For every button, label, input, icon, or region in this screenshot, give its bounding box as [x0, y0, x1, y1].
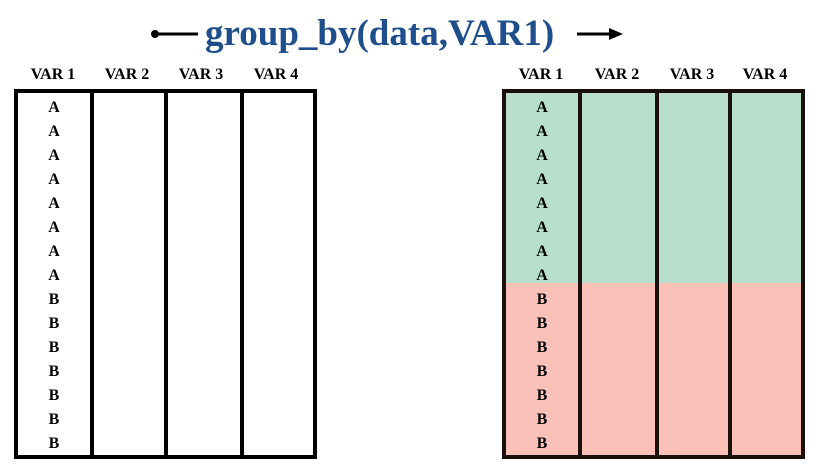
var1-cell: B	[536, 315, 548, 332]
column-divider	[728, 93, 732, 455]
var1-cell: B	[48, 363, 60, 380]
left-header-var2: VAR 2	[104, 66, 150, 83]
var1-cell: A	[48, 219, 60, 236]
var1-cell: A	[536, 267, 548, 284]
left-header-var1: VAR 1	[30, 66, 76, 83]
group-a-band	[506, 93, 801, 283]
column-divider	[655, 93, 659, 455]
var1-cell: B	[536, 387, 548, 404]
var1-cell: A	[48, 243, 60, 260]
var1-cell: A	[48, 171, 60, 188]
var1-cell: A	[536, 147, 548, 164]
column-divider	[90, 93, 94, 455]
column-divider	[164, 93, 168, 455]
right-header-var3: VAR 3	[669, 66, 715, 83]
left-header-var3: VAR 3	[178, 66, 224, 83]
var1-cell: A	[536, 171, 548, 188]
var1-cell: A	[536, 99, 548, 116]
var1-cell: B	[536, 363, 548, 380]
var1-cell: A	[536, 123, 548, 140]
right-header-var4: VAR 4	[742, 66, 788, 83]
right-header-var1: VAR 1	[518, 66, 564, 83]
column-divider	[240, 93, 244, 455]
var1-cell: B	[48, 387, 60, 404]
right-header-var2: VAR 2	[594, 66, 640, 83]
var1-cell: B	[536, 339, 548, 356]
var1-cell: B	[48, 411, 60, 428]
var1-cell: B	[536, 411, 548, 428]
left-header-var4: VAR 4	[253, 66, 299, 83]
var1-cell: A	[48, 195, 60, 212]
var1-cell: A	[48, 99, 60, 116]
var1-cell: A	[536, 195, 548, 212]
diagram-title: group_by(data,VAR1)	[205, 13, 555, 54]
column-divider	[578, 93, 582, 455]
left-arrow-icon	[151, 30, 198, 38]
var1-cell: B	[48, 435, 60, 452]
var1-cell: B	[48, 291, 60, 308]
right-arrow-icon	[577, 28, 623, 40]
var1-cell: A	[48, 123, 60, 140]
var1-cell: B	[536, 291, 548, 308]
var1-cell: B	[536, 435, 548, 452]
var1-cell: B	[48, 315, 60, 332]
group-b-band	[506, 283, 801, 455]
var1-cell: A	[48, 267, 60, 284]
var1-cell: B	[48, 339, 60, 356]
var1-cell: A	[536, 219, 548, 236]
var1-cell: A	[536, 243, 548, 260]
var1-cell: A	[48, 147, 60, 164]
